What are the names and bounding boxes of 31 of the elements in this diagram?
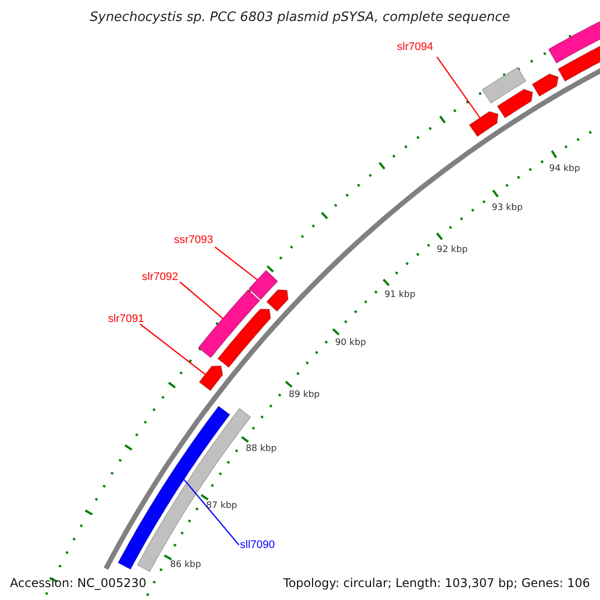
kbp-label: 87 kbp: [206, 500, 238, 512]
kbp-label: 91 kbp: [384, 290, 416, 301]
gene-feature: [532, 73, 559, 97]
gene-label: slr7091: [108, 312, 144, 326]
leader-line: [436, 56, 480, 118]
gene-feature: [266, 289, 289, 312]
gene-label: sll7090: [240, 538, 275, 552]
leader-line: [140, 324, 206, 375]
kbp-label: 94 kbp: [549, 164, 580, 176]
gene-feature: [198, 365, 224, 392]
kbp-label: 88 kbp: [246, 444, 277, 455]
gene-label: slr7092: [142, 270, 178, 284]
gene-feature: [468, 111, 499, 138]
gene-label: slr7094: [397, 40, 434, 54]
title: Synechocystis sp. PCC 6803 plasmid pSYSA, complete sequence: [88, 9, 512, 27]
leader-line: [184, 479, 240, 546]
gene-feature: [482, 66, 526, 104]
kbp-label: 93 kbp: [492, 202, 523, 214]
kbp-label: 89 kbp: [288, 390, 320, 401]
kbp-label: 86 kbp: [170, 560, 202, 571]
gene-feature: [217, 308, 272, 368]
gene-feature: [198, 289, 260, 358]
kbp-label: 92 kbp: [436, 244, 468, 256]
leader-line: [214, 246, 258, 280]
gene-feature: [248, 270, 278, 300]
map-info-text: Topology: circular; Length: 103,307 bp; Genes: 106: [283, 575, 590, 592]
kbp-label: 90 kbp: [335, 338, 366, 350]
gene-feature: [496, 88, 534, 118]
map-info-text: Accession: NC_005230: [10, 575, 146, 592]
gene-label: ssr7093: [174, 233, 214, 247]
leader-line: [180, 282, 224, 319]
